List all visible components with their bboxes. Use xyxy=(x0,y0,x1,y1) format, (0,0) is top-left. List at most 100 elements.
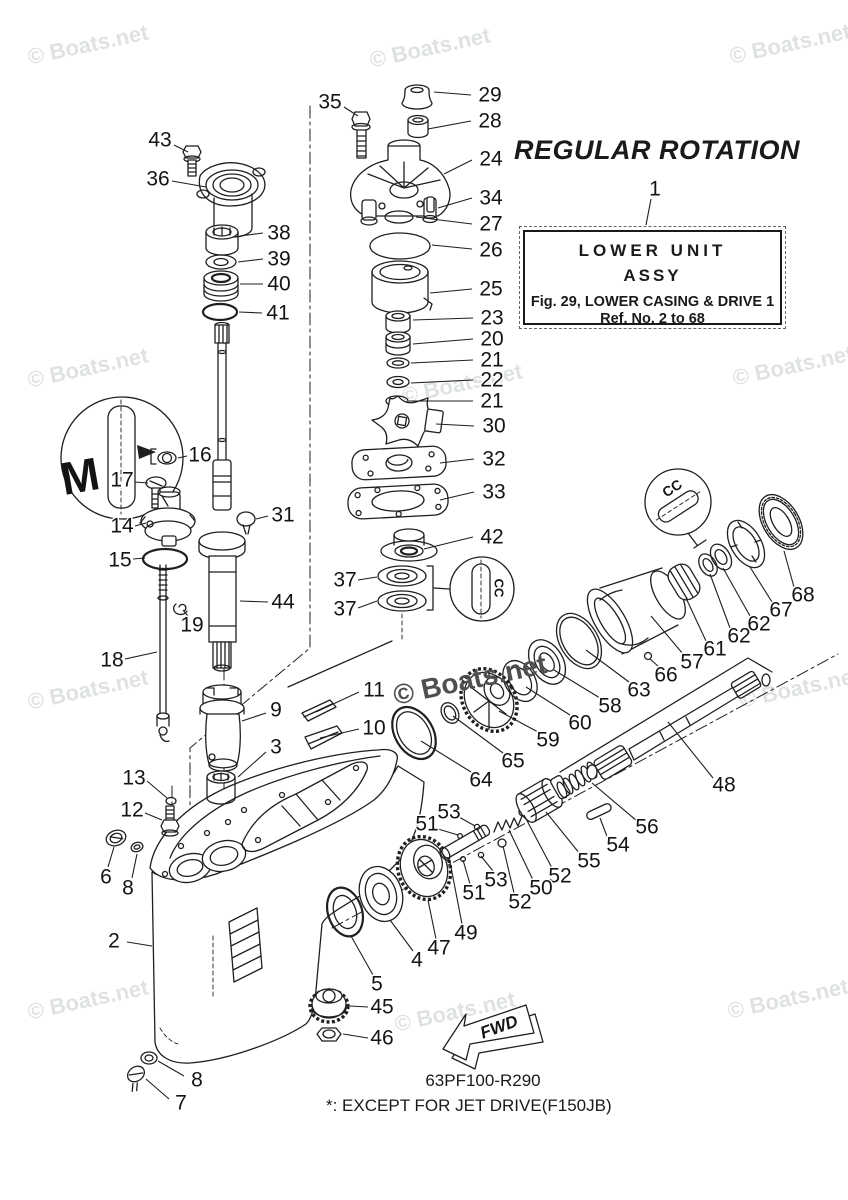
leader-line xyxy=(709,573,731,629)
part-callout-50[interactable]: 50 xyxy=(528,875,554,901)
assembly-subname: ASSY xyxy=(623,266,682,285)
leader-line xyxy=(237,258,264,263)
leader-line xyxy=(480,855,494,872)
leader-line xyxy=(645,198,652,226)
leader-line xyxy=(182,609,189,617)
part-callout-53[interactable]: 53 xyxy=(483,867,509,893)
part-callout-44[interactable]: 44 xyxy=(270,589,297,615)
part-callout-58[interactable]: 58 xyxy=(597,693,623,719)
part-callout-10[interactable]: 10 xyxy=(361,715,387,741)
part-callout-68[interactable]: 68 xyxy=(790,582,816,608)
part-callout-6[interactable]: 6 xyxy=(99,864,114,890)
part-callout-62[interactable]: 62 xyxy=(746,611,772,637)
part-callout-61[interactable]: 61 xyxy=(702,636,728,662)
part-callout-24[interactable]: 24 xyxy=(478,146,505,172)
forward-housing-group xyxy=(199,684,343,805)
part-callout-31[interactable]: 31 xyxy=(270,502,296,528)
part-callout-1[interactable]: 1 xyxy=(648,176,663,202)
part-callout-37[interactable]: 37 xyxy=(332,596,358,622)
part-callout-56[interactable]: 56 xyxy=(634,814,660,840)
part-callout-17[interactable]: 17 xyxy=(109,467,135,493)
part-callout-16[interactable]: 16 xyxy=(187,442,213,468)
part-callout-54[interactable]: 54 xyxy=(605,832,632,858)
part-callout-21[interactable]: 21 xyxy=(479,388,505,414)
part-callout-32[interactable]: 32 xyxy=(481,446,507,472)
leader-line xyxy=(429,288,473,294)
part-callout-62[interactable]: 62 xyxy=(726,623,752,649)
part-callout-14[interactable]: 14 xyxy=(109,513,136,539)
part-callout-57[interactable]: 57 xyxy=(679,649,705,675)
leader-line xyxy=(319,728,360,739)
part-callout-66[interactable]: 66 xyxy=(653,662,679,688)
part-callout-49[interactable]: 49 xyxy=(453,920,479,946)
leader-line xyxy=(437,197,473,209)
leader-line xyxy=(241,712,267,722)
part-callout-45[interactable]: 45 xyxy=(369,994,395,1020)
leader-line xyxy=(107,846,115,868)
part-callout-5[interactable]: 5 xyxy=(370,971,385,997)
assembly-info-box-inner: LOWER UNIT ASSY Fig. 29, LOWER CASING & … xyxy=(523,230,782,327)
part-callout-28[interactable]: 28 xyxy=(477,108,503,134)
lower-casing xyxy=(149,748,425,1064)
leader-line xyxy=(435,423,475,427)
part-callout-26[interactable]: 26 xyxy=(478,237,504,263)
part-callout-60[interactable]: 60 xyxy=(567,710,593,736)
part-callout-52[interactable]: 52 xyxy=(507,889,533,915)
part-callout-59[interactable]: 59 xyxy=(535,727,561,753)
part-callout-36[interactable]: 36 xyxy=(145,166,171,192)
part-callout-18[interactable]: 18 xyxy=(99,647,125,673)
part-callout-65[interactable]: 65 xyxy=(500,748,526,774)
part-callout-8[interactable]: 8 xyxy=(121,875,136,901)
part-callout-52[interactable]: 52 xyxy=(547,863,573,889)
part-callout-33[interactable]: 33 xyxy=(481,479,507,505)
leader-line xyxy=(423,536,474,550)
part-callout-23[interactable]: 23 xyxy=(479,305,505,331)
part-callout-3[interactable]: 3 xyxy=(269,734,284,760)
part-callout-15[interactable]: 15 xyxy=(107,547,133,573)
part-callout-51[interactable]: 51 xyxy=(461,880,487,906)
part-callout-40[interactable]: 40 xyxy=(266,271,292,297)
part-callout-48[interactable]: 48 xyxy=(711,772,737,798)
part-callout-12[interactable]: 12 xyxy=(119,797,145,823)
part-callout-41[interactable]: 41 xyxy=(265,300,291,326)
part-callout-20[interactable]: 20 xyxy=(479,326,505,352)
part-callout-27[interactable]: 27 xyxy=(478,211,504,237)
part-callout-67[interactable]: 67 xyxy=(768,597,794,623)
part-callout-13[interactable]: 13 xyxy=(121,765,147,791)
part-callout-43[interactable]: 43 xyxy=(147,127,173,153)
assembly-name: LOWER UNIT xyxy=(578,241,727,260)
part-callout-55[interactable]: 55 xyxy=(576,848,602,874)
part-callout-47[interactable]: 47 xyxy=(426,935,452,961)
part-callout-39[interactable]: 39 xyxy=(266,246,292,272)
part-callout-35[interactable]: 35 xyxy=(317,89,343,115)
part-callout-30[interactable]: 30 xyxy=(481,413,507,439)
part-callout-29[interactable]: 29 xyxy=(477,82,503,108)
leader-line xyxy=(502,845,515,894)
leader-line xyxy=(357,576,378,581)
part-callout-63[interactable]: 63 xyxy=(626,677,652,703)
part-callout-42[interactable]: 42 xyxy=(479,524,505,550)
part-callout-46[interactable]: 46 xyxy=(369,1025,395,1051)
part-callout-9[interactable]: 9 xyxy=(269,697,284,723)
part-callout-25[interactable]: 25 xyxy=(478,276,504,302)
part-callout-21[interactable]: 21 xyxy=(479,347,505,373)
part-callout-22[interactable]: 22 xyxy=(479,367,505,393)
part-callout-34[interactable]: 34 xyxy=(478,185,505,211)
part-callout-38[interactable]: 38 xyxy=(266,220,292,246)
assembly-info-box[interactable]: LOWER UNIT ASSY Fig. 29, LOWER CASING & … xyxy=(519,226,786,329)
bearing-carrier-group xyxy=(391,494,804,761)
part-callout-2[interactable]: 2 xyxy=(107,928,122,954)
part-callout-8[interactable]: 8 xyxy=(190,1067,205,1093)
leader-line xyxy=(545,811,581,855)
part-callout-51[interactable]: 51 xyxy=(414,811,440,837)
leader-line xyxy=(157,1060,185,1077)
part-callout-37[interactable]: 37 xyxy=(332,567,358,593)
part-callout-64[interactable]: 64 xyxy=(468,767,495,793)
part-callout-4[interactable]: 4 xyxy=(410,947,425,973)
part-callout-7[interactable]: 7 xyxy=(174,1090,189,1116)
leader-line xyxy=(343,106,359,117)
part-callout-53[interactable]: 53 xyxy=(436,799,462,825)
detail-callout-circle-pin: CC xyxy=(644,468,712,549)
part-callout-11[interactable]: 11 xyxy=(362,677,387,703)
part-callout-19[interactable]: 19 xyxy=(179,612,205,638)
